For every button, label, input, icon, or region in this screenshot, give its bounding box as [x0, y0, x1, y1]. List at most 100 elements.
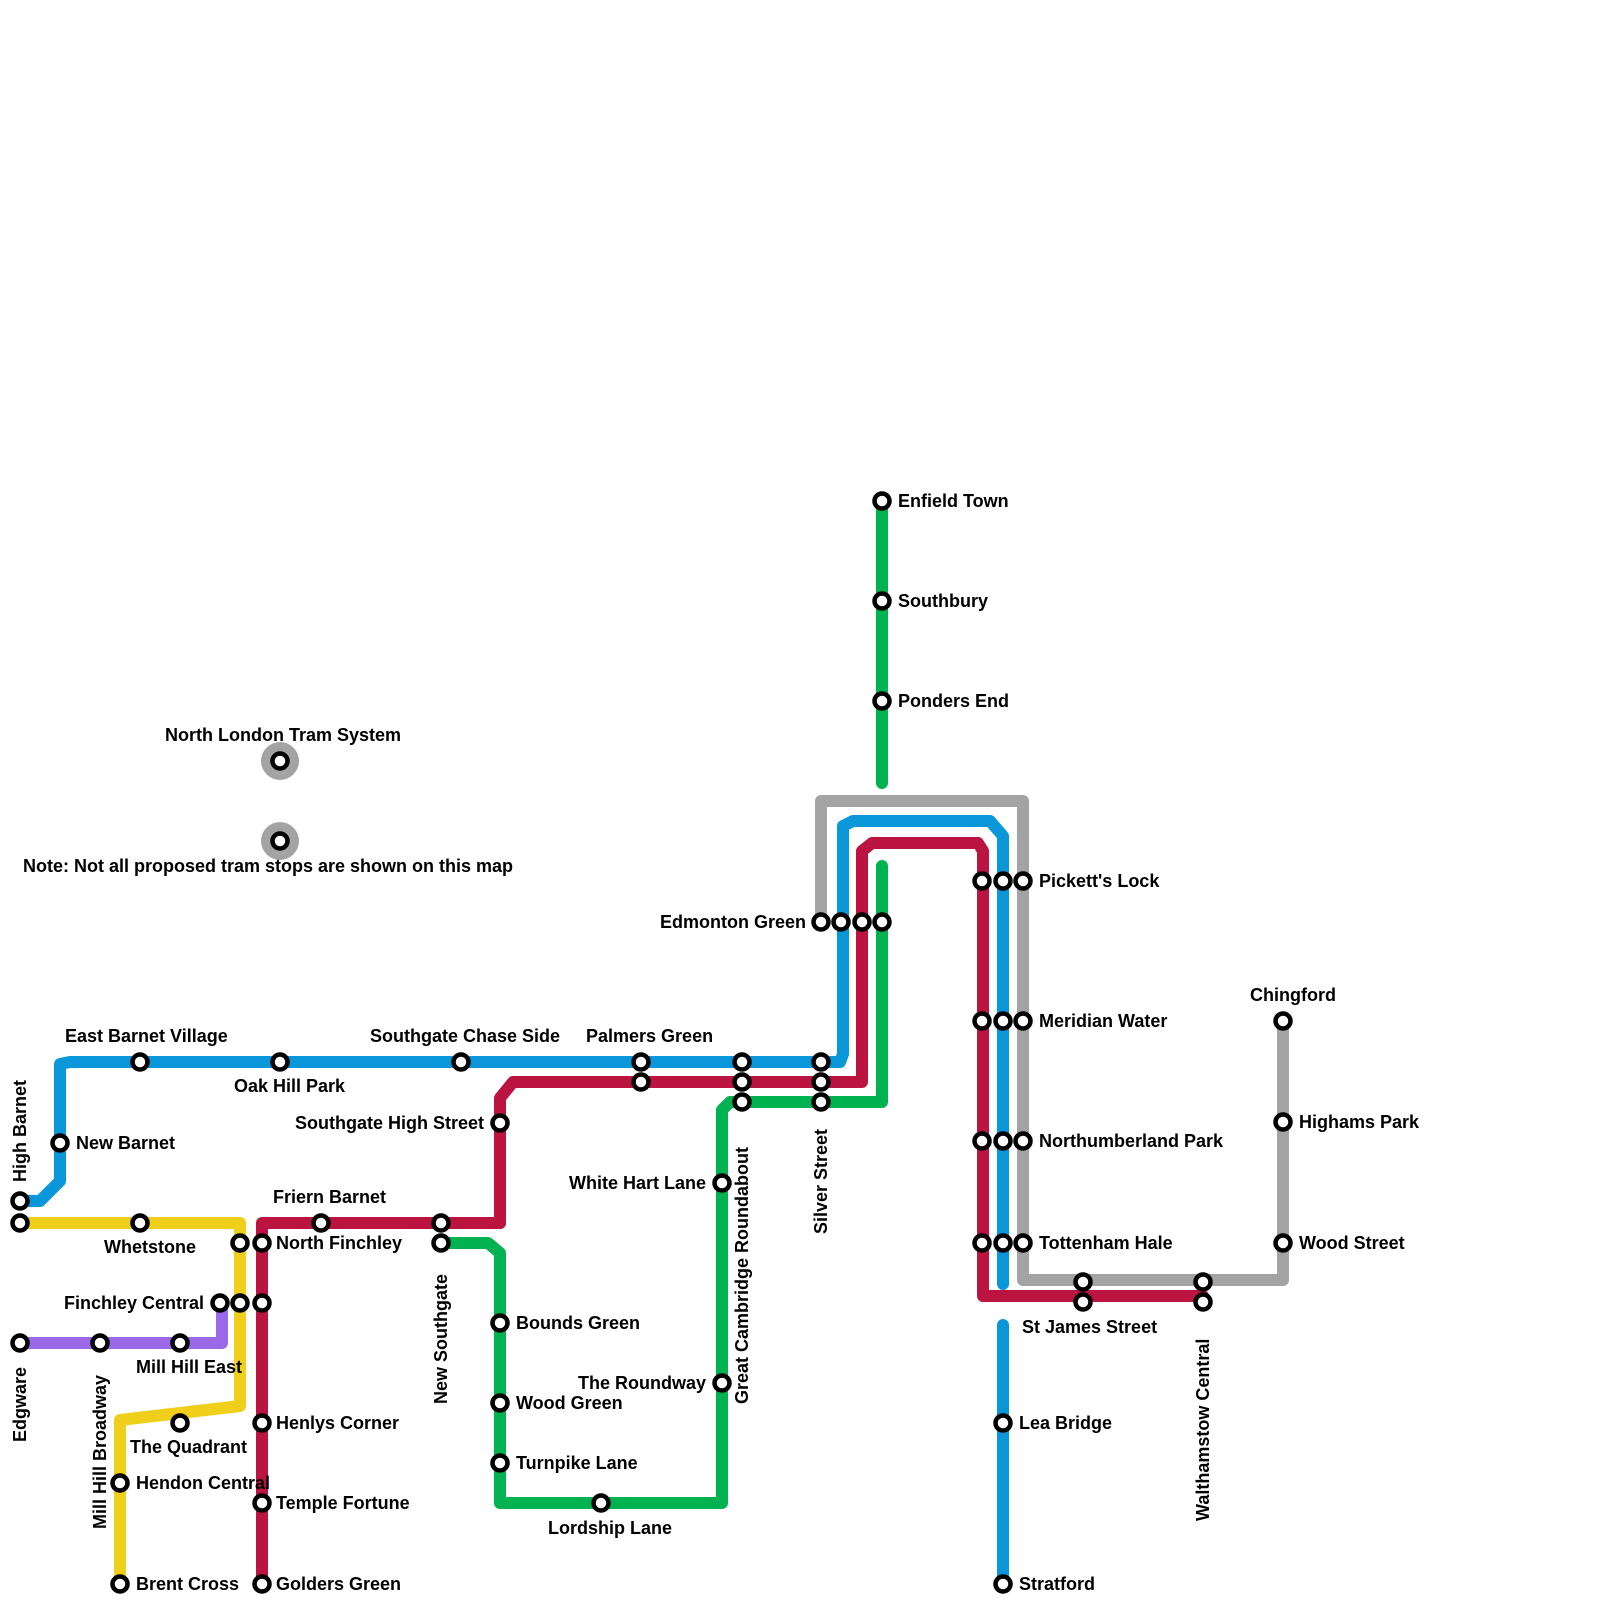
stop-new-southgate[interactable] [431, 1233, 451, 1253]
stop-meridian-water[interactable] [993, 1011, 1013, 1031]
station-label-silver-street: Silver Street [811, 1129, 831, 1234]
stop-hendon-central[interactable] [110, 1473, 130, 1493]
station-label-highams-park: Highams Park [1299, 1112, 1420, 1132]
stop-high-barnet[interactable] [10, 1191, 30, 1211]
station-label-wood-green: Wood Green [516, 1393, 623, 1413]
stop-mill-hill-east[interactable] [170, 1333, 190, 1353]
stop-chingford[interactable] [1273, 1011, 1293, 1031]
stop-north-finchley[interactable] [230, 1233, 250, 1253]
station-label-lea-bridge: Lea Bridge [1019, 1413, 1112, 1433]
stop-st-james-street[interactable] [1073, 1272, 1093, 1292]
stop-finchley-central[interactable] [252, 1293, 272, 1313]
stop-edmonton-green[interactable] [852, 912, 872, 932]
stop-wood-street[interactable] [1273, 1233, 1293, 1253]
stop-great-cambridge-roundabout[interactable] [732, 1072, 752, 1092]
stop-highams-park[interactable] [1273, 1112, 1293, 1132]
stop-friern-barnet[interactable] [311, 1213, 331, 1233]
stop-tottenham-hale[interactable] [972, 1233, 992, 1253]
stop-enfield-town[interactable] [872, 491, 892, 511]
station-label-east-barnet-village: East Barnet Village [65, 1026, 228, 1046]
stop-oak-hill-park[interactable] [270, 1052, 290, 1072]
stop-st-james-street[interactable] [1073, 1292, 1093, 1312]
stop-southgate-high-street[interactable] [490, 1113, 510, 1133]
blue-line-segment-1 [14, 815, 1009, 1290]
stop-silver-street[interactable] [811, 1092, 831, 1112]
stop-north-finchley[interactable] [252, 1233, 272, 1253]
station-label-st-james-street: St James Street [1022, 1317, 1157, 1337]
station-label-friern-barnet: Friern Barnet [273, 1187, 386, 1207]
stop-east-barnet-village[interactable] [130, 1052, 150, 1072]
stop-lea-bridge[interactable] [993, 1413, 1013, 1433]
stop-ponders-end[interactable] [872, 691, 892, 711]
station-label-mill-hill-east: Mill Hill East [136, 1357, 242, 1377]
station-label-wood-street: Wood Street [1299, 1233, 1405, 1253]
stop-meridian-water[interactable] [1013, 1011, 1033, 1031]
stop-the-roundway[interactable] [712, 1373, 732, 1393]
stop-wood-green[interactable] [490, 1393, 510, 1413]
stop-palmers-green[interactable] [631, 1072, 651, 1092]
red-line-segment-2 [256, 1217, 506, 1590]
stop-meridian-water[interactable] [972, 1011, 992, 1031]
stop-high-barnet[interactable] [10, 1213, 30, 1233]
map-legend: North London Tram System Note: Not all p… [23, 725, 513, 876]
station-label-brent-cross: Brent Cross [136, 1574, 239, 1594]
station-label-white-hart-lane: White Hart Lane [569, 1173, 706, 1193]
stop-silver-street[interactable] [811, 1072, 831, 1092]
stop-bounds-green[interactable] [490, 1313, 510, 1333]
stop-the-quadrant[interactable] [170, 1413, 190, 1433]
stop-walthamstow-central[interactable] [1193, 1272, 1213, 1292]
station-label-southgate-high-street: Southgate High Street [295, 1113, 484, 1133]
stop-northumberland-park[interactable] [1013, 1131, 1033, 1151]
station-label-new-southgate: New Southgate [431, 1274, 451, 1404]
stop-edmonton-green[interactable] [831, 912, 851, 932]
green-line-segment-2 [435, 860, 888, 1509]
station-label-great-cambridge-roundabout: Great Cambridge Roundabout [732, 1147, 752, 1404]
stop-tottenham-hale[interactable] [1013, 1233, 1033, 1253]
stop-temple-fortune[interactable] [252, 1493, 272, 1513]
stop-brent-cross[interactable] [110, 1574, 130, 1594]
station-label-the-roundway: The Roundway [578, 1373, 706, 1393]
stop-henlys-corner[interactable] [252, 1413, 272, 1433]
stop-whetstone[interactable] [130, 1213, 150, 1233]
stop-silver-street[interactable] [811, 1052, 831, 1072]
stop-southgate-chase-side[interactable] [451, 1052, 471, 1072]
stop-new-southgate[interactable] [431, 1213, 451, 1233]
station-label-bounds-green: Bounds Green [516, 1313, 640, 1333]
stop-stratford[interactable] [993, 1574, 1013, 1594]
station-label-new-barnet: New Barnet [76, 1133, 175, 1153]
station-label-tottenham-hale: Tottenham Hale [1039, 1233, 1173, 1253]
stop-walthamstow-central[interactable] [1193, 1292, 1213, 1312]
stop-edmonton-green[interactable] [811, 912, 831, 932]
stop-lordship-lane[interactable] [591, 1493, 611, 1513]
stop-turnpike-lane[interactable] [490, 1453, 510, 1473]
station-label-high-barnet: High Barnet [10, 1080, 30, 1182]
station-label-north-finchley: North Finchley [276, 1233, 402, 1253]
stop-finchley-central[interactable] [210, 1293, 230, 1313]
station-label-lordship-lane: Lordship Lane [548, 1518, 672, 1538]
stop-white-hart-lane[interactable] [712, 1173, 732, 1193]
stop-new-barnet[interactable] [50, 1133, 70, 1153]
stop-mill-hill-broadway[interactable] [90, 1333, 110, 1353]
stop-picketts-lock[interactable] [993, 871, 1013, 891]
stop-great-cambridge-roundabout[interactable] [732, 1052, 752, 1072]
stop-tottenham-hale[interactable] [993, 1233, 1013, 1253]
stop-southbury[interactable] [872, 591, 892, 611]
station-label-mill-hill-broadway: Mill Hill Broadway [90, 1375, 110, 1529]
stop-northumberland-park[interactable] [993, 1131, 1013, 1151]
tram-stops [10, 491, 1293, 1594]
stop-edgware[interactable] [10, 1333, 30, 1353]
stop-finchley-central[interactable] [230, 1293, 250, 1313]
stop-picketts-lock[interactable] [1013, 871, 1033, 891]
stop-palmers-green[interactable] [631, 1052, 651, 1072]
station-label-stratford: Stratford [1019, 1574, 1095, 1594]
legend-title: North London Tram System [165, 725, 401, 745]
station-label-ponders-end: Ponders End [898, 691, 1009, 711]
red-line-segment-1 [494, 837, 1209, 1302]
stop-edmonton-green[interactable] [872, 912, 892, 932]
stop-great-cambridge-roundabout[interactable] [732, 1092, 752, 1112]
stop-northumberland-park[interactable] [972, 1131, 992, 1151]
stop-golders-green[interactable] [252, 1574, 272, 1594]
stop-picketts-lock[interactable] [972, 871, 992, 891]
